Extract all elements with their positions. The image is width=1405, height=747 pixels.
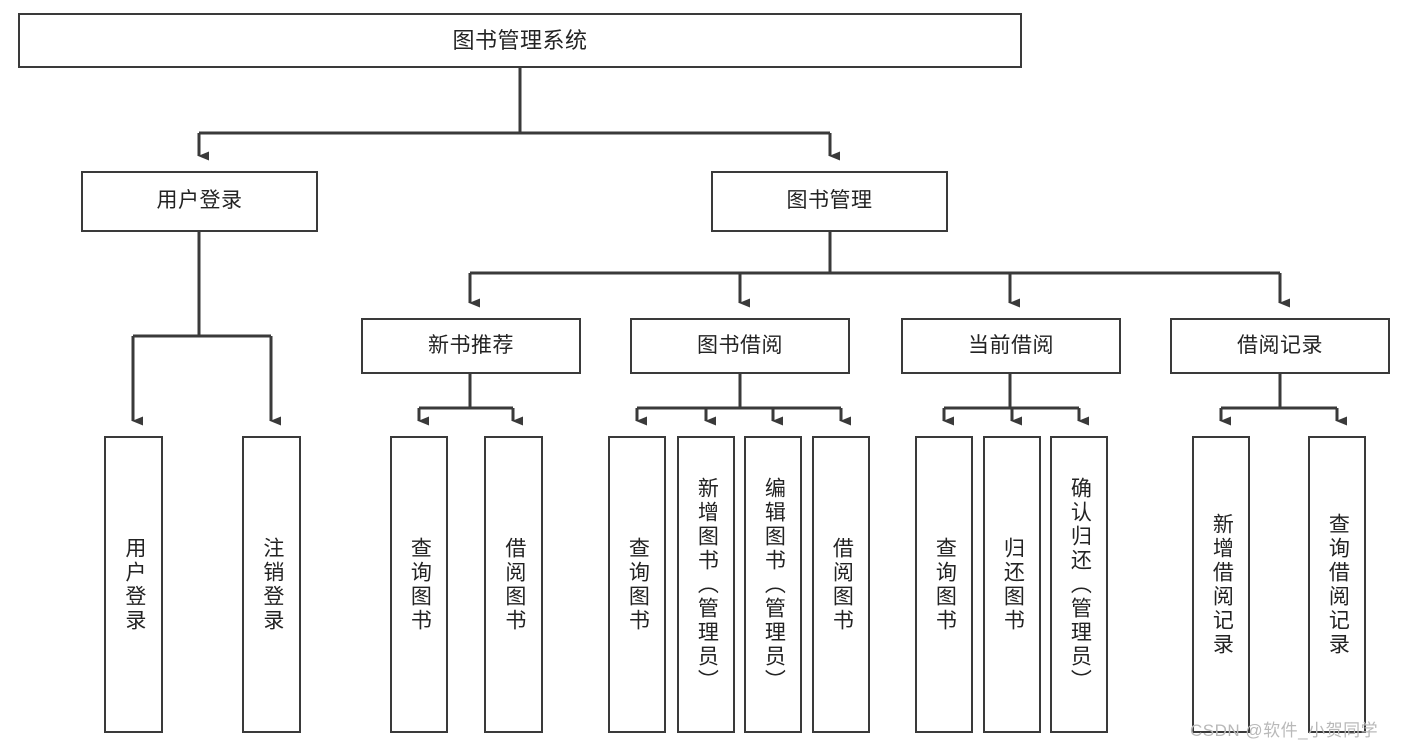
node-label: 新增图书（管理员） — [695, 476, 719, 693]
leaf-query-borrow-record[interactable]: 查询借阅记录 — [1308, 436, 1366, 733]
leaf-edit-book-admin[interactable]: 编辑图书（管理员） — [744, 436, 802, 733]
leaf-query-book-newbook[interactable]: 查询图书 — [390, 436, 448, 733]
leaf-return-book[interactable]: 归还图书 — [983, 436, 1041, 733]
node-label: 查询图书 — [933, 536, 957, 633]
node-label: 用户登录 — [156, 189, 243, 213]
node-user-login[interactable]: 用户登录 — [81, 171, 318, 232]
node-label: 借阅记录 — [1237, 333, 1323, 357]
node-book-borrow[interactable]: 图书借阅 — [630, 318, 850, 374]
node-root-book-management-system[interactable]: 图书管理系统 — [18, 13, 1022, 68]
node-label: 图书管理系统 — [452, 27, 588, 53]
node-label: 新书推荐 — [428, 333, 514, 357]
node-book-management[interactable]: 图书管理 — [711, 171, 948, 232]
node-label: 借阅图书 — [830, 536, 854, 633]
leaf-logout-login[interactable]: 注销登录 — [242, 436, 301, 733]
node-label: 注销登录 — [260, 536, 284, 633]
node-label: 图书借阅 — [697, 333, 783, 357]
node-label: 查询图书 — [626, 536, 650, 633]
leaf-add-borrow-record[interactable]: 新增借阅记录 — [1192, 436, 1250, 733]
node-borrow-record[interactable]: 借阅记录 — [1170, 318, 1390, 374]
leaf-query-book-borrow[interactable]: 查询图书 — [608, 436, 666, 733]
leaf-borrow-book-newbook[interactable]: 借阅图书 — [484, 436, 543, 733]
node-label: 用户登录 — [122, 536, 146, 633]
leaf-query-book-current[interactable]: 查询图书 — [915, 436, 973, 733]
node-current-borrow[interactable]: 当前借阅 — [901, 318, 1121, 374]
leaf-borrow-book[interactable]: 借阅图书 — [812, 436, 870, 733]
node-label: 图书管理 — [786, 189, 873, 213]
node-label: 查询图书 — [408, 536, 432, 633]
node-label: 编辑图书（管理员） — [762, 476, 786, 693]
node-label: 归还图书 — [1001, 536, 1025, 633]
node-label: 查询借阅记录 — [1326, 512, 1350, 657]
leaf-add-book-admin[interactable]: 新增图书（管理员） — [677, 436, 735, 733]
leaf-confirm-return-admin[interactable]: 确认归还（管理员） — [1050, 436, 1108, 733]
node-label: 借阅图书 — [502, 536, 526, 633]
node-label: 当前借阅 — [968, 333, 1054, 357]
node-label: 新增借阅记录 — [1210, 512, 1234, 657]
node-label: 确认归还（管理员） — [1068, 476, 1092, 693]
node-new-book-recommendation[interactable]: 新书推荐 — [361, 318, 581, 374]
leaf-user-login[interactable]: 用户登录 — [104, 436, 163, 733]
